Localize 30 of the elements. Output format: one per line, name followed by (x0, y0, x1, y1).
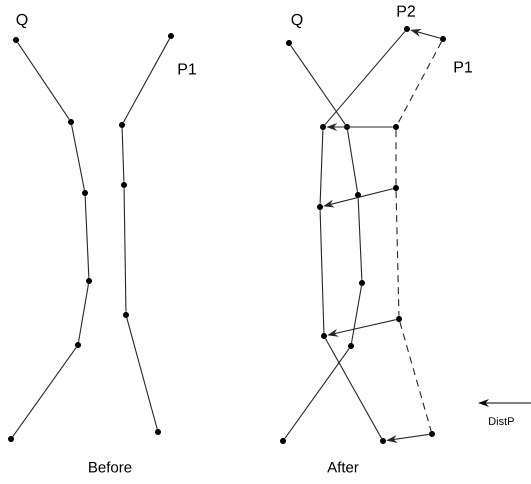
line-segment (124, 188, 126, 312)
line-segment (78, 284, 89, 342)
point-label: After (327, 462, 359, 472)
point-label: P1 (454, 62, 472, 72)
dashed-line (396, 191, 400, 316)
line-segment (320, 130, 324, 204)
line-segment (351, 286, 362, 343)
dashed-line (395, 130, 397, 185)
line-segment (324, 31, 406, 125)
line-segment (284, 348, 350, 439)
line-segment (17, 42, 70, 120)
line-segment (71, 125, 85, 190)
line-segment (126, 318, 158, 430)
line-segment (84, 196, 90, 278)
point-label: P1 (178, 64, 196, 74)
point-label: Q (292, 14, 302, 28)
point-label: Before (89, 462, 132, 472)
line-segment (320, 210, 324, 333)
point-label: Q (16, 14, 28, 28)
point-label: P2 (398, 5, 415, 17)
line-segment (12, 347, 77, 437)
line-segment (346, 130, 358, 192)
point-label: DistP (489, 416, 514, 426)
dashed-line (399, 322, 432, 432)
line-segment (325, 338, 382, 438)
dashed-line (397, 42, 442, 124)
line-segment (358, 198, 362, 280)
line-segment (290, 45, 346, 125)
line-segment (122, 128, 124, 182)
line-segment (123, 38, 170, 122)
